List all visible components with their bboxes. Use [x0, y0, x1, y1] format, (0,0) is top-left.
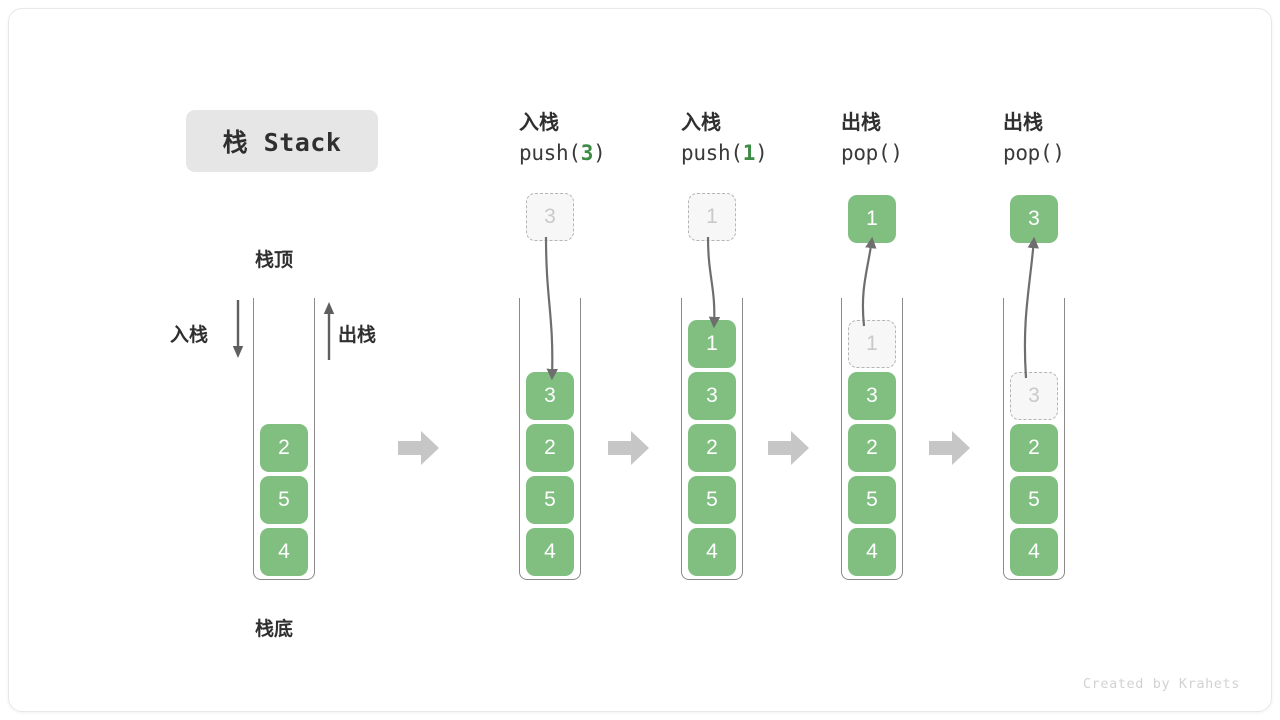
op-label-code: push(1)	[681, 138, 851, 170]
push-side-label: 入栈	[170, 325, 209, 346]
stack-cell: 5	[848, 476, 896, 524]
stack-cell: 3	[526, 372, 574, 420]
stack-cell: 4	[526, 528, 574, 576]
stack-cell: 5	[1010, 476, 1058, 524]
op-label-cn: 入栈	[681, 112, 721, 134]
stack-top-label: 栈顶	[255, 250, 294, 271]
stack-cell: 2	[848, 424, 896, 472]
stack-walls	[519, 298, 581, 580]
stack-cell: 5	[526, 476, 574, 524]
stack-bottom-label: 栈底	[255, 619, 294, 640]
pop-direction-arrow-icon	[322, 300, 336, 360]
op-code-prefix: push(	[681, 141, 743, 166]
stack-walls	[253, 298, 315, 580]
op-code-suffix: )	[1052, 141, 1065, 166]
op-code-suffix: )	[890, 141, 903, 166]
title-badge: 栈 Stack	[186, 110, 378, 172]
step-arrow-3-icon	[768, 428, 810, 468]
stack-cell: 2	[260, 424, 308, 472]
op-label-code: pop()	[841, 138, 1011, 170]
stack-cell: 1	[688, 320, 736, 368]
pending-push-value-box: 1	[688, 193, 736, 241]
stack-cell: 2	[688, 424, 736, 472]
op-code-arg: 3	[580, 141, 594, 166]
step-arrow-2-icon	[608, 428, 650, 468]
stack-cell-empty	[1010, 320, 1058, 368]
op-header-pop-1: 出栈 pop()	[841, 108, 1011, 170]
popped-value-box: 1	[848, 195, 896, 243]
op-code-arg: 1	[742, 141, 756, 166]
op-header-push-1: 入栈 push(1)	[681, 108, 851, 170]
stack-cell-ghost: 1	[848, 320, 896, 368]
step-arrow-1-icon	[398, 428, 440, 468]
stack-cell-ghost: 3	[1010, 372, 1058, 420]
stack-walls	[841, 298, 903, 580]
op-label-code: push(3)	[519, 138, 689, 170]
op-code-prefix: pop(	[1003, 141, 1053, 166]
op-header-push-3: 入栈 push(3)	[519, 108, 689, 170]
stack-walls	[1003, 298, 1065, 580]
popped-value-box: 3	[1010, 195, 1058, 243]
stack-cell: 4	[688, 528, 736, 576]
stack-cell: 4	[848, 528, 896, 576]
stack-cell: 5	[688, 476, 736, 524]
stack-cell: 4	[260, 528, 308, 576]
op-label-code: pop()	[1003, 138, 1173, 170]
watermark: Created by Krahets	[1082, 676, 1240, 692]
stack-cell: 2	[1010, 424, 1058, 472]
stack-cell: 4	[1010, 528, 1058, 576]
pending-push-value-box: 3	[526, 193, 574, 241]
op-code-prefix: pop(	[841, 141, 891, 166]
stack-cell: 5	[260, 476, 308, 524]
stack-walls	[681, 298, 743, 580]
stack-cell: 3	[688, 372, 736, 420]
op-code-prefix: push(	[519, 141, 581, 166]
op-code-suffix: )	[593, 141, 606, 166]
push-direction-arrow-icon	[231, 300, 245, 360]
pop-side-label: 出栈	[338, 325, 377, 346]
op-code-suffix: )	[755, 141, 768, 166]
op-label-cn: 出栈	[1003, 112, 1043, 134]
stack-cell: 3	[848, 372, 896, 420]
op-header-pop-2: 出栈 pop()	[1003, 108, 1173, 170]
op-label-cn: 入栈	[519, 112, 559, 134]
step-arrow-4-icon	[929, 428, 971, 468]
op-label-cn: 出栈	[841, 112, 881, 134]
stack-cell: 2	[526, 424, 574, 472]
